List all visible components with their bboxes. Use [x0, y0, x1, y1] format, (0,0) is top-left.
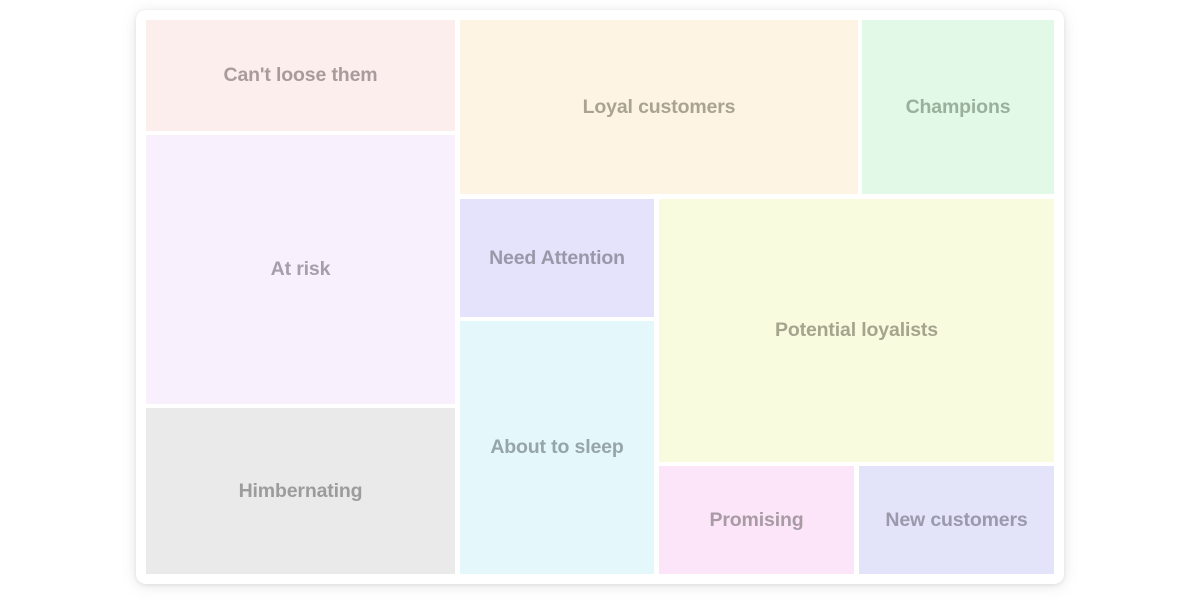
treemap-tile-champions[interactable]: Champions	[862, 20, 1054, 194]
treemap-tile-cant-loose-them[interactable]: Can't loose them	[146, 20, 455, 131]
treemap-tile-label: At risk	[270, 258, 331, 281]
treemap-tile-label: Promising	[709, 508, 804, 531]
treemap-tile-label: Can't loose them	[223, 64, 378, 87]
treemap-tile-label: Need Attention	[489, 246, 625, 269]
treemap-tile-label: New customers	[885, 508, 1028, 531]
treemap-tile-new-customers[interactable]: New customers	[859, 466, 1054, 574]
treemap-tile-at-risk[interactable]: At risk	[146, 135, 455, 404]
treemap-tile-about-to-sleep[interactable]: About to sleep	[460, 321, 654, 574]
treemap-tile-label: Potential loyalists	[775, 319, 938, 342]
treemap-card: Can't loose them At risk Himbernating Lo…	[136, 10, 1064, 584]
treemap-tile-label: Champions	[905, 95, 1011, 118]
treemap-tile-need-attention[interactable]: Need Attention	[460, 199, 654, 317]
treemap-tile-promising[interactable]: Promising	[659, 466, 854, 574]
treemap-tile-loyal-customers[interactable]: Loyal customers	[460, 20, 858, 194]
treemap-tile-label: Himbernating	[238, 479, 363, 502]
treemap-tile-label: About to sleep	[490, 436, 624, 459]
treemap-tile-himbernating[interactable]: Himbernating	[146, 408, 455, 574]
treemap-tile-potential-loyalists[interactable]: Potential loyalists	[659, 199, 1054, 462]
treemap-tile-label: Loyal customers	[582, 95, 736, 118]
treemap-plot-area: Can't loose them At risk Himbernating Lo…	[146, 20, 1054, 574]
